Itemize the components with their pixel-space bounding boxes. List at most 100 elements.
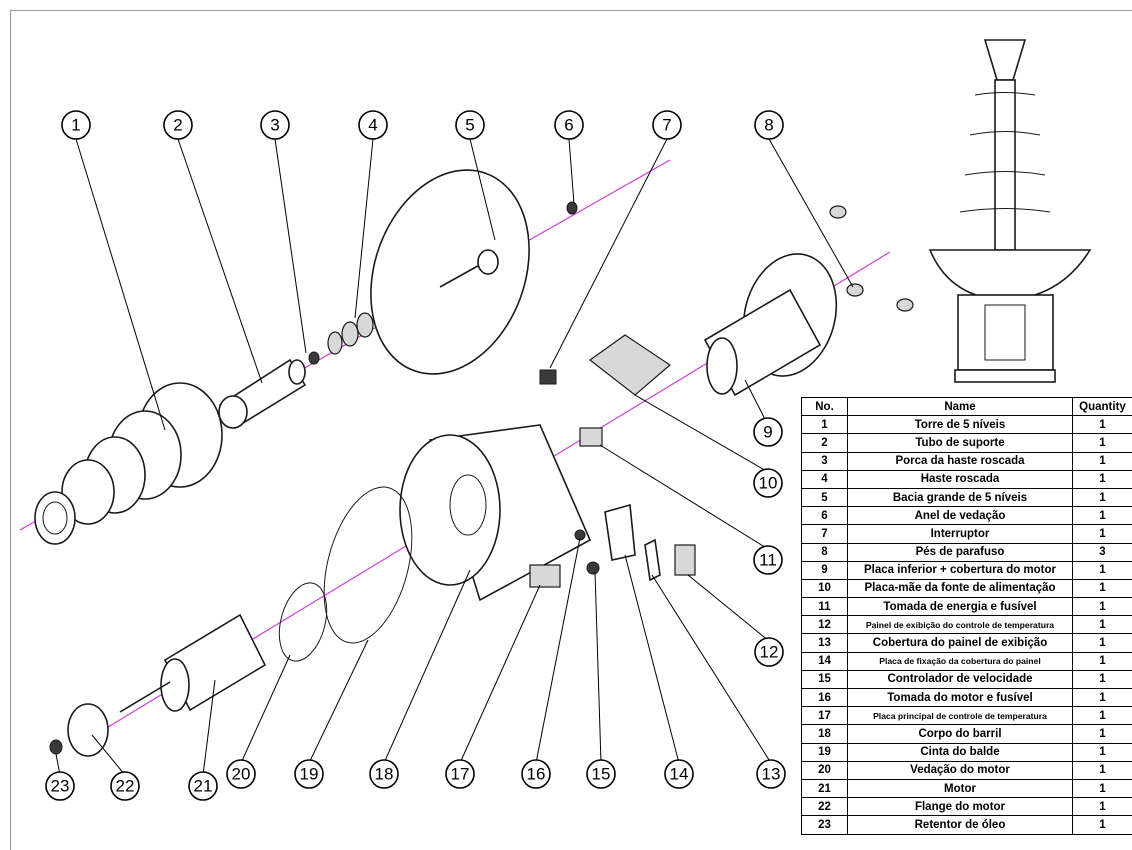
cell-name: Placa de fixação da cobertura do painel <box>847 651 1073 671</box>
cell-name: Bacia grande de 5 níveis <box>847 487 1073 508</box>
cell-quantity: 1 <box>1072 615 1132 635</box>
cell-no: 15 <box>801 669 848 690</box>
callout-18: 18 <box>369 759 399 789</box>
cell-quantity: 1 <box>1072 687 1132 708</box>
cell-quantity: 1 <box>1072 633 1132 653</box>
leader-lines <box>55 138 854 776</box>
callout-8: 8 <box>754 110 784 140</box>
callout-14: 14 <box>664 759 694 789</box>
callout-1: 1 <box>61 110 91 140</box>
cell-quantity: 1 <box>1072 451 1132 471</box>
cell-quantity: 1 <box>1072 578 1132 599</box>
cell-no: 6 <box>801 506 848 526</box>
callout-19: 19 <box>294 759 324 789</box>
callout-label: 20 <box>232 765 251 784</box>
callout-17: 17 <box>445 759 475 789</box>
callout-6: 6 <box>554 110 584 140</box>
callout-label: 22 <box>116 777 135 796</box>
cell-quantity: 1 <box>1072 797 1132 817</box>
callout-label: 5 <box>465 116 474 135</box>
cell-quantity: 1 <box>1072 506 1132 526</box>
callout-label: 6 <box>564 116 573 135</box>
cell-name: Cinta do balde <box>847 742 1073 762</box>
cell-quantity: 1 <box>1072 669 1132 690</box>
cell-name: Controlador de velocidade <box>847 669 1073 690</box>
barrel-body-part <box>399 424 592 602</box>
callout-2: 2 <box>163 110 193 140</box>
callout-5: 5 <box>455 110 485 140</box>
callout-label: 15 <box>592 765 611 784</box>
cell-name: Haste roscada <box>847 469 1073 489</box>
speed-controller-part <box>586 561 600 575</box>
cell-no: 18 <box>801 724 848 744</box>
motor-cover-part <box>703 253 838 397</box>
cell-no: 11 <box>801 597 848 617</box>
cell-quantity: 1 <box>1072 487 1132 508</box>
callout-label: 18 <box>375 765 394 784</box>
cell-no: 20 <box>801 760 848 780</box>
cell-quantity: 1 <box>1072 524 1132 544</box>
cell-no: 21 <box>801 778 848 799</box>
callout-label: 9 <box>763 423 772 442</box>
column-header-name: Name <box>847 396 1073 417</box>
callout-label: 1 <box>71 116 80 135</box>
callout-9: 9 <box>753 417 783 447</box>
cell-no: 14 <box>801 651 848 671</box>
cell-quantity: 1 <box>1072 778 1132 799</box>
cell-quantity: 1 <box>1072 706 1132 726</box>
cell-no: 4 <box>801 469 848 489</box>
cell-name: Corpo do barril <box>847 724 1073 744</box>
callout-label: 21 <box>194 777 213 796</box>
panel-cover-bracket-part <box>604 503 636 561</box>
callout-10: 10 <box>753 468 783 498</box>
cell-name: Interruptor <box>847 524 1073 544</box>
cell-no: 19 <box>801 742 848 762</box>
callout-label: 7 <box>662 116 671 135</box>
cell-name: Torre de 5 níveis <box>847 415 1073 435</box>
cell-no: 3 <box>801 451 848 471</box>
cell-name: Tomada de energia e fusível <box>847 597 1073 617</box>
column-header-quantity: Quantity <box>1072 396 1132 417</box>
cell-name: Anel de vedação <box>847 506 1073 526</box>
tower-part <box>34 382 223 545</box>
callout-13: 13 <box>756 759 786 789</box>
cell-no: 22 <box>801 797 848 817</box>
callout-3: 3 <box>260 110 290 140</box>
cell-no: 1 <box>801 415 848 435</box>
callout-label: 17 <box>451 765 470 784</box>
callout-12: 12 <box>754 637 784 667</box>
cell-name: Cobertura do painel de exibição <box>847 633 1073 653</box>
callout-21: 21 <box>188 771 218 801</box>
cell-quantity: 1 <box>1072 651 1132 671</box>
cell-name: Tubo de suporte <box>847 433 1073 453</box>
cell-quantity: 1 <box>1072 742 1132 762</box>
callout-label: 10 <box>759 474 778 493</box>
bucket-strap-part <box>323 486 413 644</box>
callout-22: 22 <box>110 771 140 801</box>
cell-name: Placa inferior + cobertura do motor <box>847 560 1073 580</box>
cell-no: 12 <box>801 615 848 635</box>
cell-name: Placa-mãe da fonte de alimentação <box>847 578 1073 599</box>
screw-feet-part <box>829 205 914 312</box>
column-header-no: No. <box>801 396 848 417</box>
support-tube-part <box>218 358 307 430</box>
power-socket-part <box>579 427 603 447</box>
